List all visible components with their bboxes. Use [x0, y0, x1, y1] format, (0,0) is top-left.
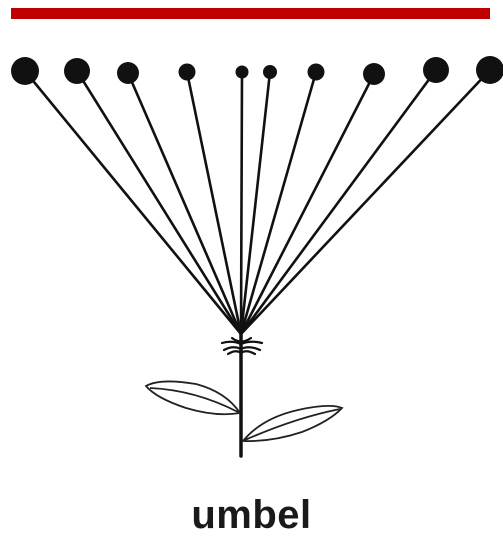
flower-head-10: [476, 56, 503, 84]
flower-head-4: [179, 64, 196, 81]
right-leaf: [243, 406, 342, 441]
pedicel-8: [241, 74, 374, 334]
pedicel-3: [128, 73, 241, 334]
pedicel-9: [241, 70, 436, 334]
flower-head-5: [236, 66, 249, 79]
flower-head-2: [64, 58, 90, 84]
pedicel-6: [241, 72, 270, 334]
pedicel-2: [77, 71, 241, 334]
pedicel-5: [241, 72, 242, 334]
left-leaf: [146, 381, 240, 414]
pedicel-4: [187, 72, 241, 334]
pedicels: [25, 70, 490, 334]
pedicel-1: [25, 71, 241, 334]
flower-head-8: [363, 63, 385, 85]
flower-head-6: [263, 65, 277, 79]
caption-umbel: umbel: [0, 493, 503, 537]
flowers: [11, 56, 503, 85]
flower-head-7: [308, 64, 325, 81]
flower-head-3: [117, 62, 139, 84]
flower-head-9: [423, 57, 449, 83]
red-top-bar: [11, 8, 490, 19]
flower-head-1: [11, 57, 39, 85]
